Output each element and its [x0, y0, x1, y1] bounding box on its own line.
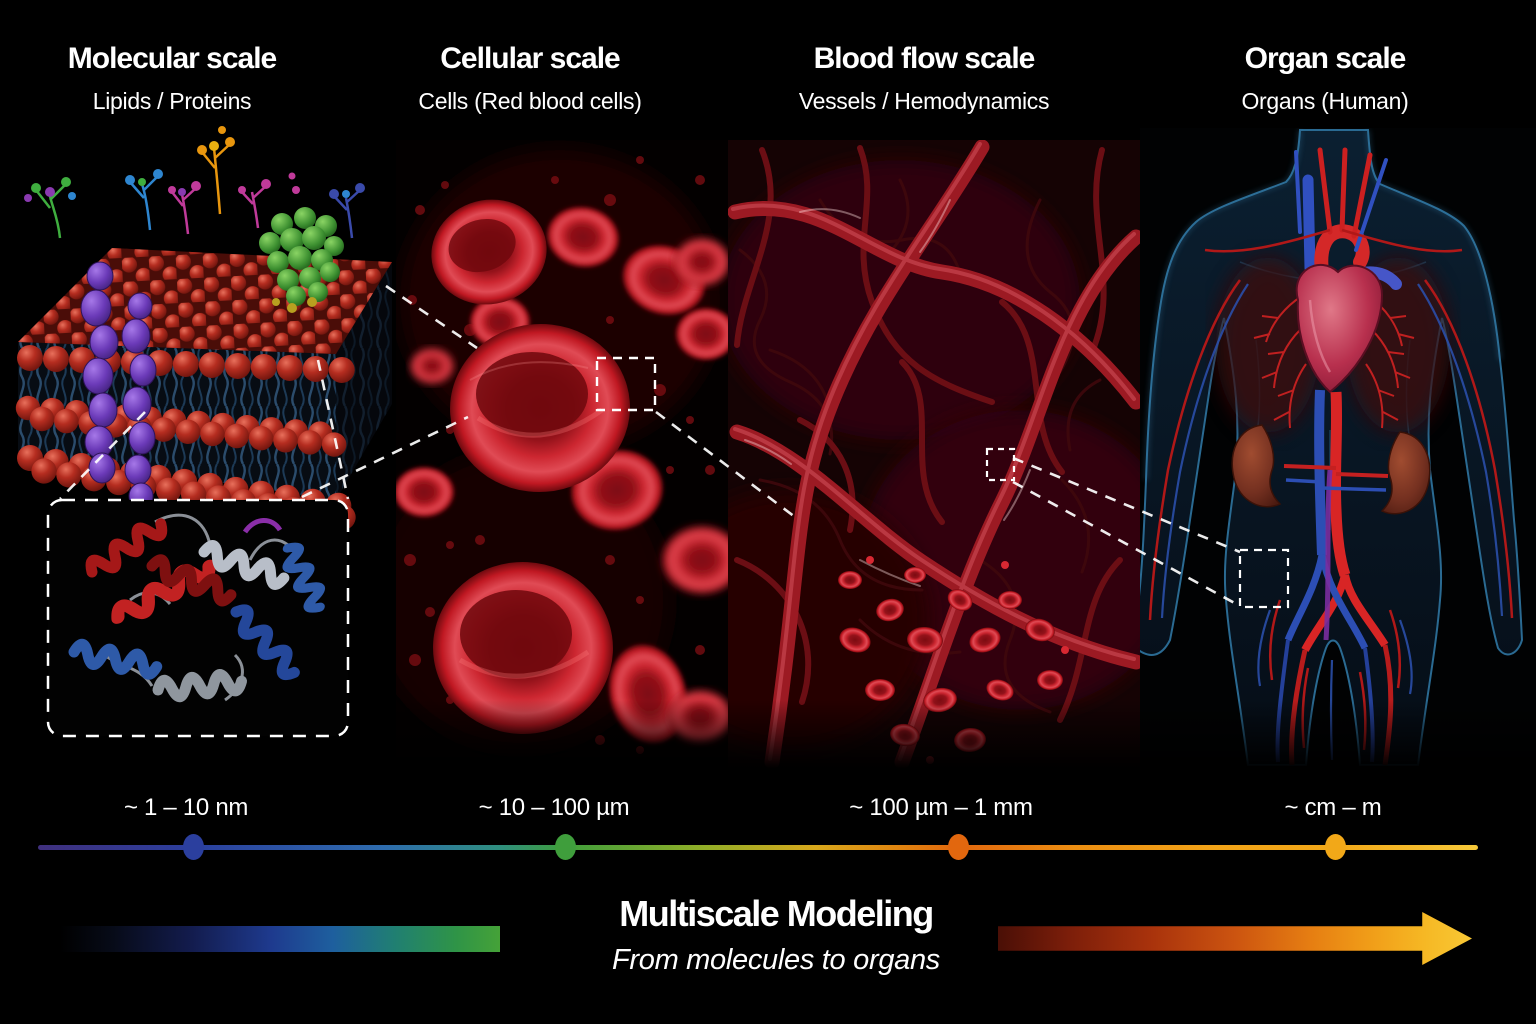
kidneys [1231, 424, 1431, 515]
panel-title: Molecular scale [67, 42, 277, 75]
panel-subtitle: Organs (Human) [1241, 88, 1409, 114]
scale-dot-bloodflow [948, 834, 969, 860]
pulmonary-branches [1253, 295, 1415, 429]
gradient-bar-left [60, 926, 500, 952]
panel-header-cellular: Cellular scale Cells (Red blood cells) [340, 40, 720, 116]
scale-label-organ: ~ cm – m [1284, 794, 1382, 821]
panel-title: Cellular scale [440, 42, 620, 75]
scale-dot-cellular [555, 834, 576, 860]
figure-title: Multiscale Modeling [619, 893, 934, 934]
protein-ribbon-inset [46, 498, 350, 738]
red-blood-cells-illustration [396, 140, 728, 768]
panel-title: Organ scale [1244, 42, 1407, 75]
panel-subtitle: Cells (Red blood cells) [418, 88, 642, 114]
scale-label-bloodflow: ~ 100 µm – 1 mm [849, 794, 1033, 821]
panel-title: Blood flow scale [813, 42, 1036, 75]
panel-header-bloodflow: Blood flow scale Vessels / Hemodynamics [734, 40, 1114, 116]
connector-membrane-to-inset-left [59, 411, 146, 500]
scale-label-cellular: ~ 10 – 100 µm [478, 794, 630, 821]
footer-title-block: Multiscale Modeling From molecules to or… [526, 892, 1026, 978]
glycan-beads [24, 126, 365, 202]
connector-vessels-to-body-top [1012, 456, 1241, 554]
panel-header-molecular: Molecular scale Lipids / Proteins [0, 40, 362, 116]
panel-header-organ: Organ scale Organs (Human) [1135, 40, 1515, 116]
connector-vessels-to-body-bottom [1012, 480, 1241, 608]
zoom-marker-cell [595, 356, 657, 412]
peripheral-protein-green [259, 207, 344, 306]
panel-subtitle: Lipids / Proteins [92, 88, 252, 114]
membrane-protein-purple [80, 261, 157, 510]
connector-cell-to-vessels [655, 410, 796, 519]
connector-membrane-to-inset-right [316, 359, 350, 500]
zoom-marker-body [1238, 548, 1290, 609]
scale-dot-molecular [183, 834, 204, 860]
connector-membrane-to-cell-bottom [301, 415, 469, 499]
vessel-network-illustration [728, 140, 1140, 768]
human-anatomy-illustration [1140, 128, 1536, 768]
zoom-marker-vessels [985, 447, 1016, 482]
bottom-fade [395, 700, 1536, 768]
scale-label-molecular: ~ 1 – 10 nm [123, 794, 249, 821]
panel-subtitle: Vessels / Hemodynamics [798, 88, 1050, 114]
lipid-bilayer-illustration [14, 126, 392, 738]
scale-dot-organ [1325, 834, 1346, 860]
scale-axis-line [38, 845, 1478, 850]
heart [1295, 263, 1384, 394]
inset-dashed-box [46, 498, 350, 738]
zoom-connectors [59, 284, 1241, 608]
figure-subtitle: From molecules to organs [611, 944, 941, 976]
